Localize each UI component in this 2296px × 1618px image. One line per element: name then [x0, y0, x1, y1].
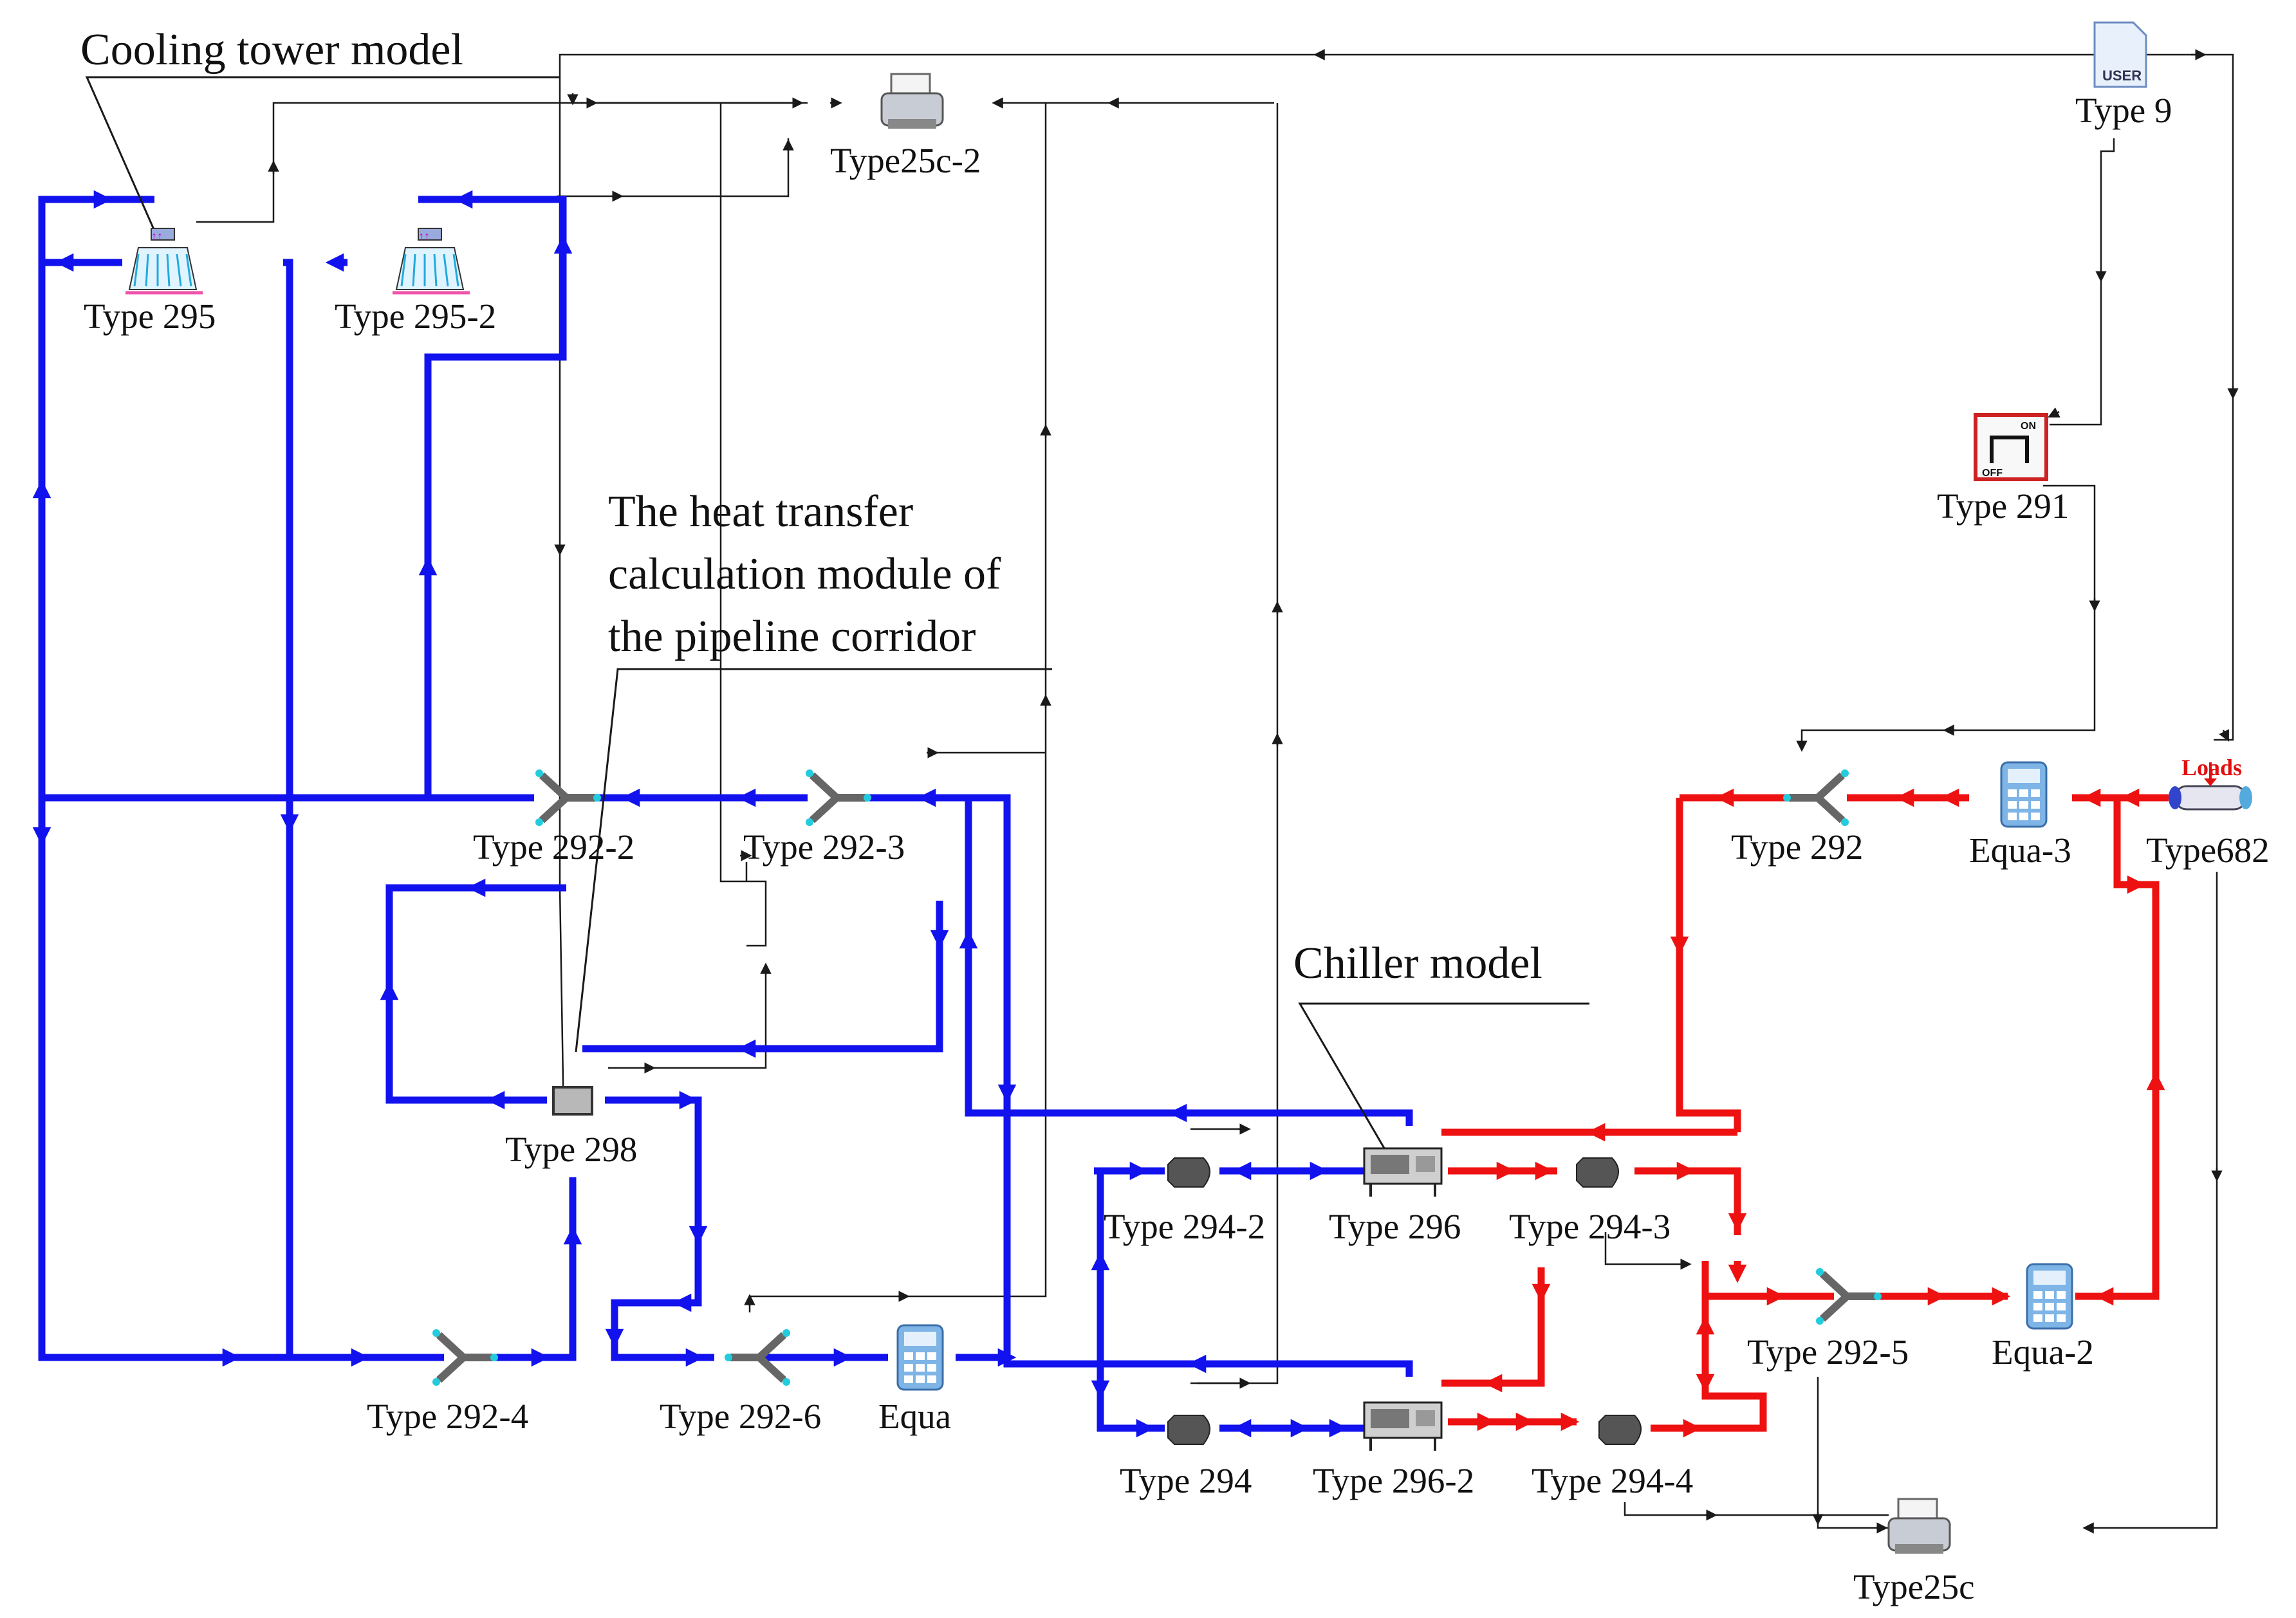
pipeline-corridor-module-icon[interactable] [552, 1086, 593, 1116]
label-type294: Type 294 [1120, 1461, 1252, 1500]
heat-transfer-annotation-line3: the pipeline corridor [608, 612, 976, 661]
label-type25c: Type25c [1853, 1567, 1975, 1606]
label-type296: Type 296 [1329, 1207, 1461, 1246]
label-type294-4: Type 294-4 [1532, 1461, 1693, 1500]
diverter-icon[interactable] [1783, 769, 1849, 826]
label-equa2: Equa-2 [1992, 1332, 2094, 1372]
pump-icon[interactable] [1167, 1157, 1210, 1188]
svg-text:USER: USER [2102, 68, 2142, 84]
label-type291: Type 291 [1937, 486, 2069, 526]
pump-icon[interactable] [1598, 1415, 1642, 1445]
label-type292-3: Type 292-3 [743, 827, 905, 867]
load-pipe-icon[interactable] [2169, 762, 2252, 811]
label-type292-6: Type 292-6 [660, 1397, 821, 1436]
diverter-icon[interactable] [806, 769, 871, 826]
label-type292-4: Type 292-4 [367, 1397, 528, 1436]
label-type9: Type 9 [2075, 91, 2172, 130]
svg-text:ON: ON [2021, 421, 2036, 432]
heat-transfer-annotation-line1: The heat transfer [608, 487, 913, 537]
equation-calculator-icon[interactable] [2026, 1263, 2073, 1330]
label-type294-2: Type 294-2 [1104, 1207, 1265, 1246]
svg-text:↑↑: ↑↑ [151, 230, 163, 243]
label-equa: Equa [878, 1397, 951, 1436]
data-reader-file-icon[interactable]: USER [2093, 21, 2147, 88]
loads-label: Loads [2181, 755, 2242, 780]
annotation-leaders [85, 76, 1589, 1159]
pump-icon[interactable] [1576, 1157, 1619, 1188]
equation-calculator-icon[interactable] [2000, 761, 2048, 828]
chiller-icon[interactable] [1363, 1401, 1443, 1451]
label-type295: Type 295 [84, 297, 216, 336]
label-type292-5: Type 292-5 [1747, 1332, 1909, 1372]
label-type682: Type682 [2146, 831, 2270, 870]
chilled-water-pipes [1441, 788, 2169, 1438]
cooling-tower-icon[interactable]: ↑↑ [125, 228, 203, 295]
diverter-icon[interactable] [725, 1329, 790, 1386]
on-off-controller-icon[interactable]: ON OFF [1974, 413, 2048, 481]
label-type298: Type 298 [505, 1130, 637, 1169]
cooling-tower-annotation: Cooling tower model [80, 25, 463, 75]
label-type294-3: Type 294-3 [1509, 1207, 1671, 1246]
label-type295-2: Type 295-2 [335, 297, 496, 336]
equation-calculator-icon[interactable] [896, 1324, 944, 1391]
cooling-water-pipes [32, 190, 1413, 1438]
diverter-icon[interactable] [1816, 1268, 1882, 1325]
svg-text:↑↑: ↑↑ [418, 230, 430, 243]
label-type292: Type 292 [1731, 827, 1863, 867]
control-lines [196, 49, 2239, 1534]
label-equa3: Equa-3 [1969, 831, 2071, 870]
heat-transfer-annotation-line2: calculation module of [608, 549, 1001, 599]
label-type292-2: Type 292-2 [473, 827, 634, 867]
label-type296-2: Type 296-2 [1313, 1461, 1474, 1500]
pump-icon[interactable] [1167, 1415, 1210, 1445]
printer-icon[interactable] [880, 73, 944, 129]
label-type25c-2: Type25c-2 [830, 141, 981, 180]
chiller-icon[interactable] [1363, 1147, 1443, 1197]
diverter-icon[interactable] [432, 1329, 498, 1386]
svg-text:OFF: OFF [1982, 468, 2003, 479]
chiller-annotation: Chiller model [1293, 939, 1542, 988]
cooling-tower-icon[interactable]: ↑↑ [393, 228, 470, 295]
printer-icon[interactable] [1887, 1498, 1951, 1554]
diverter-icon[interactable] [535, 769, 601, 826]
